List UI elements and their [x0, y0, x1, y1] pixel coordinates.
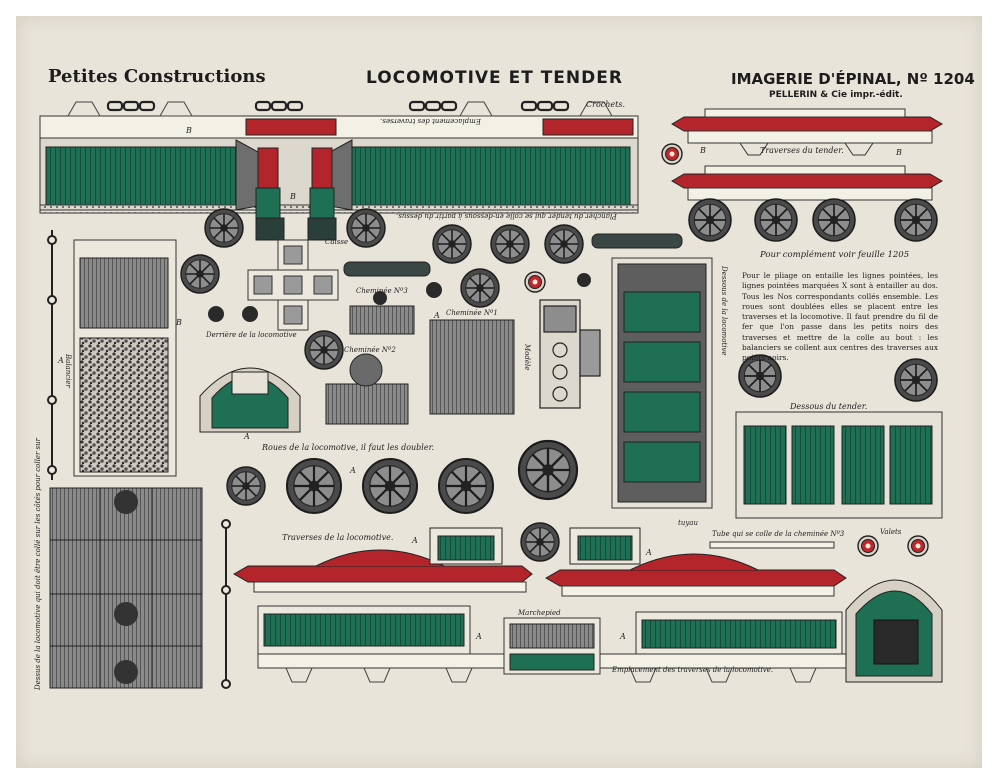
figures: [255, 147, 337, 241]
label-traverses-tender: Traverses du tender.: [760, 146, 844, 155]
letter-b: B: [176, 318, 182, 327]
balancier-rods: [47, 230, 231, 689]
label-dessus-vertical: Dessus de la locomotive qui doit être co…: [34, 438, 42, 690]
label-tube: Tube qui se colle de la cheminée Nº3: [712, 530, 845, 538]
tender-side-strip: [39, 101, 639, 214]
label-dessous-loco: Dessous de la locomotive: [720, 266, 728, 356]
label-emplacement-upside: Emplacement des traverses.: [380, 117, 481, 125]
glue-tabs-bottom: [285, 667, 817, 683]
tube-strip: [709, 541, 835, 549]
letter-b: B: [186, 126, 192, 135]
main-title: LOCOMOTIVE ET TENDER: [366, 68, 623, 88]
label-marchepied: Marchepied: [518, 609, 561, 617]
letter-a: A: [620, 632, 626, 641]
label-roues: Roues de la locomotive, il faut les doub…: [262, 443, 435, 452]
label-tuyau: tuyau: [678, 519, 698, 527]
label-valets: Valets: [880, 528, 902, 536]
label-cheminee-3: Cheminée Nº3: [356, 287, 408, 295]
series-title: Petites Constructions: [48, 66, 266, 87]
letter-a: A: [58, 356, 64, 365]
label-cheminee-1: Cheminée Nº1: [446, 309, 498, 317]
lying-figures: [343, 233, 683, 277]
footboard: [503, 617, 601, 675]
lamp-icon: [857, 535, 879, 557]
label-caisse: Caisse: [325, 238, 349, 246]
loco-traverses: [232, 527, 847, 597]
tender-underside-panel: [735, 411, 943, 519]
letter-b: B: [896, 148, 902, 157]
lamp-icon: [524, 271, 546, 293]
letter-a: A: [434, 311, 440, 320]
label-cheminee-2: Cheminée Nº2: [344, 346, 396, 354]
lamp-icon: [907, 535, 929, 557]
instructions-paragraph: Pour le pliage on entaille les lignes po…: [742, 271, 938, 363]
chimney-1: [429, 319, 515, 415]
model-locomotive: [539, 299, 601, 409]
letter-a: A: [244, 432, 250, 441]
letter-a: A: [350, 466, 356, 475]
label-suite: Pour complément voir feuille 1205: [760, 250, 910, 260]
letter-a: A: [476, 632, 482, 641]
imprint-number: IMAGERIE D'ÉPINAL, Nº 1204: [731, 70, 975, 88]
letter-a: A: [646, 548, 652, 557]
label-plancher: Plancher du tender qui se colle en-desso…: [396, 212, 617, 220]
loco-underside-panel: [611, 257, 713, 509]
loco-side-strips: [257, 605, 859, 669]
tender-traverses: [671, 108, 943, 201]
label-modele: Modèle: [523, 344, 531, 371]
letter-b: B: [700, 146, 706, 155]
label-crochets: Crochets.: [586, 100, 625, 109]
loco-top-plate: [49, 487, 203, 689]
loco-back-arch: [199, 367, 301, 433]
label-traverses-loco: Traverses de la locomotive.: [282, 533, 394, 542]
hooks-row: [106, 100, 570, 112]
chimney-3: [349, 305, 415, 335]
lamp-icon: [661, 143, 683, 165]
label-dessous-tender: Dessous du tender.: [790, 402, 868, 411]
tender-coal-panel: [73, 239, 177, 477]
publisher-line: PELLERIN & Cie impr.-édit.: [769, 90, 903, 100]
label-derriere: Derrière de la locomotive: [206, 331, 297, 339]
letter-b: B: [290, 192, 296, 201]
bolt-dots: [208, 273, 591, 322]
front-arch: [845, 579, 943, 683]
box-cross: [247, 239, 339, 331]
label-emplacement-loco: Emplacement des traverses de la locomoti…: [612, 666, 774, 674]
letter-a: A: [412, 536, 418, 545]
chimney-2: [325, 353, 409, 425]
label-balancier: Balancier: [64, 354, 72, 388]
